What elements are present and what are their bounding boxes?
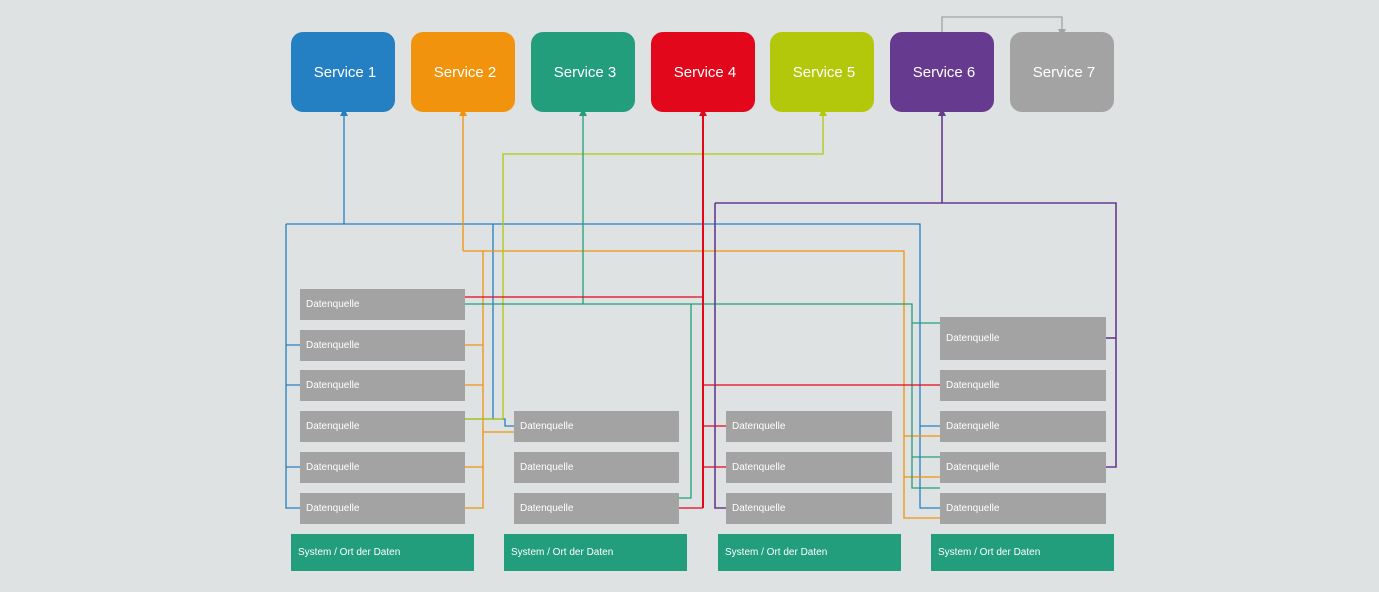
datasource-label: Datenquelle (520, 421, 574, 432)
datasource-c1-r1[interactable]: Datenquelle (300, 289, 465, 320)
datasource-label: Datenquelle (306, 380, 360, 391)
service-6-box[interactable]: Service 6 (890, 32, 994, 112)
service-label: Service 7 (1032, 63, 1096, 81)
datasource-c4-r2[interactable]: Datenquelle (940, 370, 1106, 401)
datasource-c1-r5[interactable]: Datenquelle (300, 452, 465, 483)
datasource-c1-r4[interactable]: Datenquelle (300, 411, 465, 442)
datasource-c4-r1[interactable]: Datenquelle (940, 317, 1106, 360)
datasource-c2-r1[interactable]: Datenquelle (514, 411, 679, 442)
service-label: Service 2 (433, 63, 497, 81)
datasource-c1-r6[interactable]: Datenquelle (300, 493, 465, 524)
connector-service6-service7 (941, 16, 1066, 37)
datasource-label: Datenquelle (306, 340, 360, 351)
service-label: Service 3 (553, 63, 617, 81)
service-1-box[interactable]: Service 1 (291, 32, 395, 112)
service-7-box[interactable]: Service 7 (1010, 32, 1114, 112)
service-5-box[interactable]: Service 5 (770, 32, 874, 112)
datasource-label: Datenquelle (306, 462, 360, 473)
datasource-label: Datenquelle (520, 462, 574, 473)
datasource-label: Datenquelle (520, 503, 574, 514)
datasource-c3-r2[interactable]: Datenquelle (726, 452, 892, 483)
datasource-label: Datenquelle (306, 299, 360, 310)
service-2-box[interactable]: Service 2 (411, 32, 515, 112)
datasource-c4-r3[interactable]: Datenquelle (940, 411, 1106, 442)
system-label: System / Ort der Daten (511, 547, 614, 558)
system-label: System / Ort der Daten (298, 547, 401, 558)
datasource-label: Datenquelle (732, 462, 786, 473)
system-box-1[interactable]: System / Ort der Daten (291, 534, 474, 571)
datasource-c3-r1[interactable]: Datenquelle (726, 411, 892, 442)
system-box-2[interactable]: System / Ort der Daten (504, 534, 687, 571)
service-label: Service 5 (792, 63, 856, 81)
datasource-c2-r3[interactable]: Datenquelle (514, 493, 679, 524)
datasource-c2-r2[interactable]: Datenquelle (514, 452, 679, 483)
service-label: Service 6 (912, 63, 976, 81)
datasource-label: Datenquelle (946, 421, 1000, 432)
service-label: Service 1 (313, 63, 377, 81)
system-box-3[interactable]: System / Ort der Daten (718, 534, 901, 571)
service-4-box[interactable]: Service 4 (651, 32, 755, 112)
datasource-c4-r4[interactable]: Datenquelle (940, 452, 1106, 483)
datasource-label: Datenquelle (946, 503, 1000, 514)
service-label: Service 4 (673, 63, 737, 81)
datasource-label: Datenquelle (306, 503, 360, 514)
line-service5 (502, 108, 827, 419)
datasource-label: Datenquelle (306, 421, 360, 432)
system-box-4[interactable]: System / Ort der Daten (931, 534, 1114, 571)
datasource-c4-r5[interactable]: Datenquelle (940, 493, 1106, 524)
system-label: System / Ort der Daten (725, 547, 828, 558)
datasource-label: Datenquelle (946, 333, 1000, 344)
datasource-label: Datenquelle (946, 462, 1000, 473)
datasource-label: Datenquelle (732, 503, 786, 514)
datasource-label: Datenquelle (732, 421, 786, 432)
datasource-label: Datenquelle (946, 380, 1000, 391)
datasource-c1-r3[interactable]: Datenquelle (300, 370, 465, 401)
service-3-box[interactable]: Service 3 (531, 32, 635, 112)
datasource-c3-r3[interactable]: Datenquelle (726, 493, 892, 524)
system-label: System / Ort der Daten (938, 547, 1041, 558)
datasource-c1-r2[interactable]: Datenquelle (300, 330, 465, 361)
